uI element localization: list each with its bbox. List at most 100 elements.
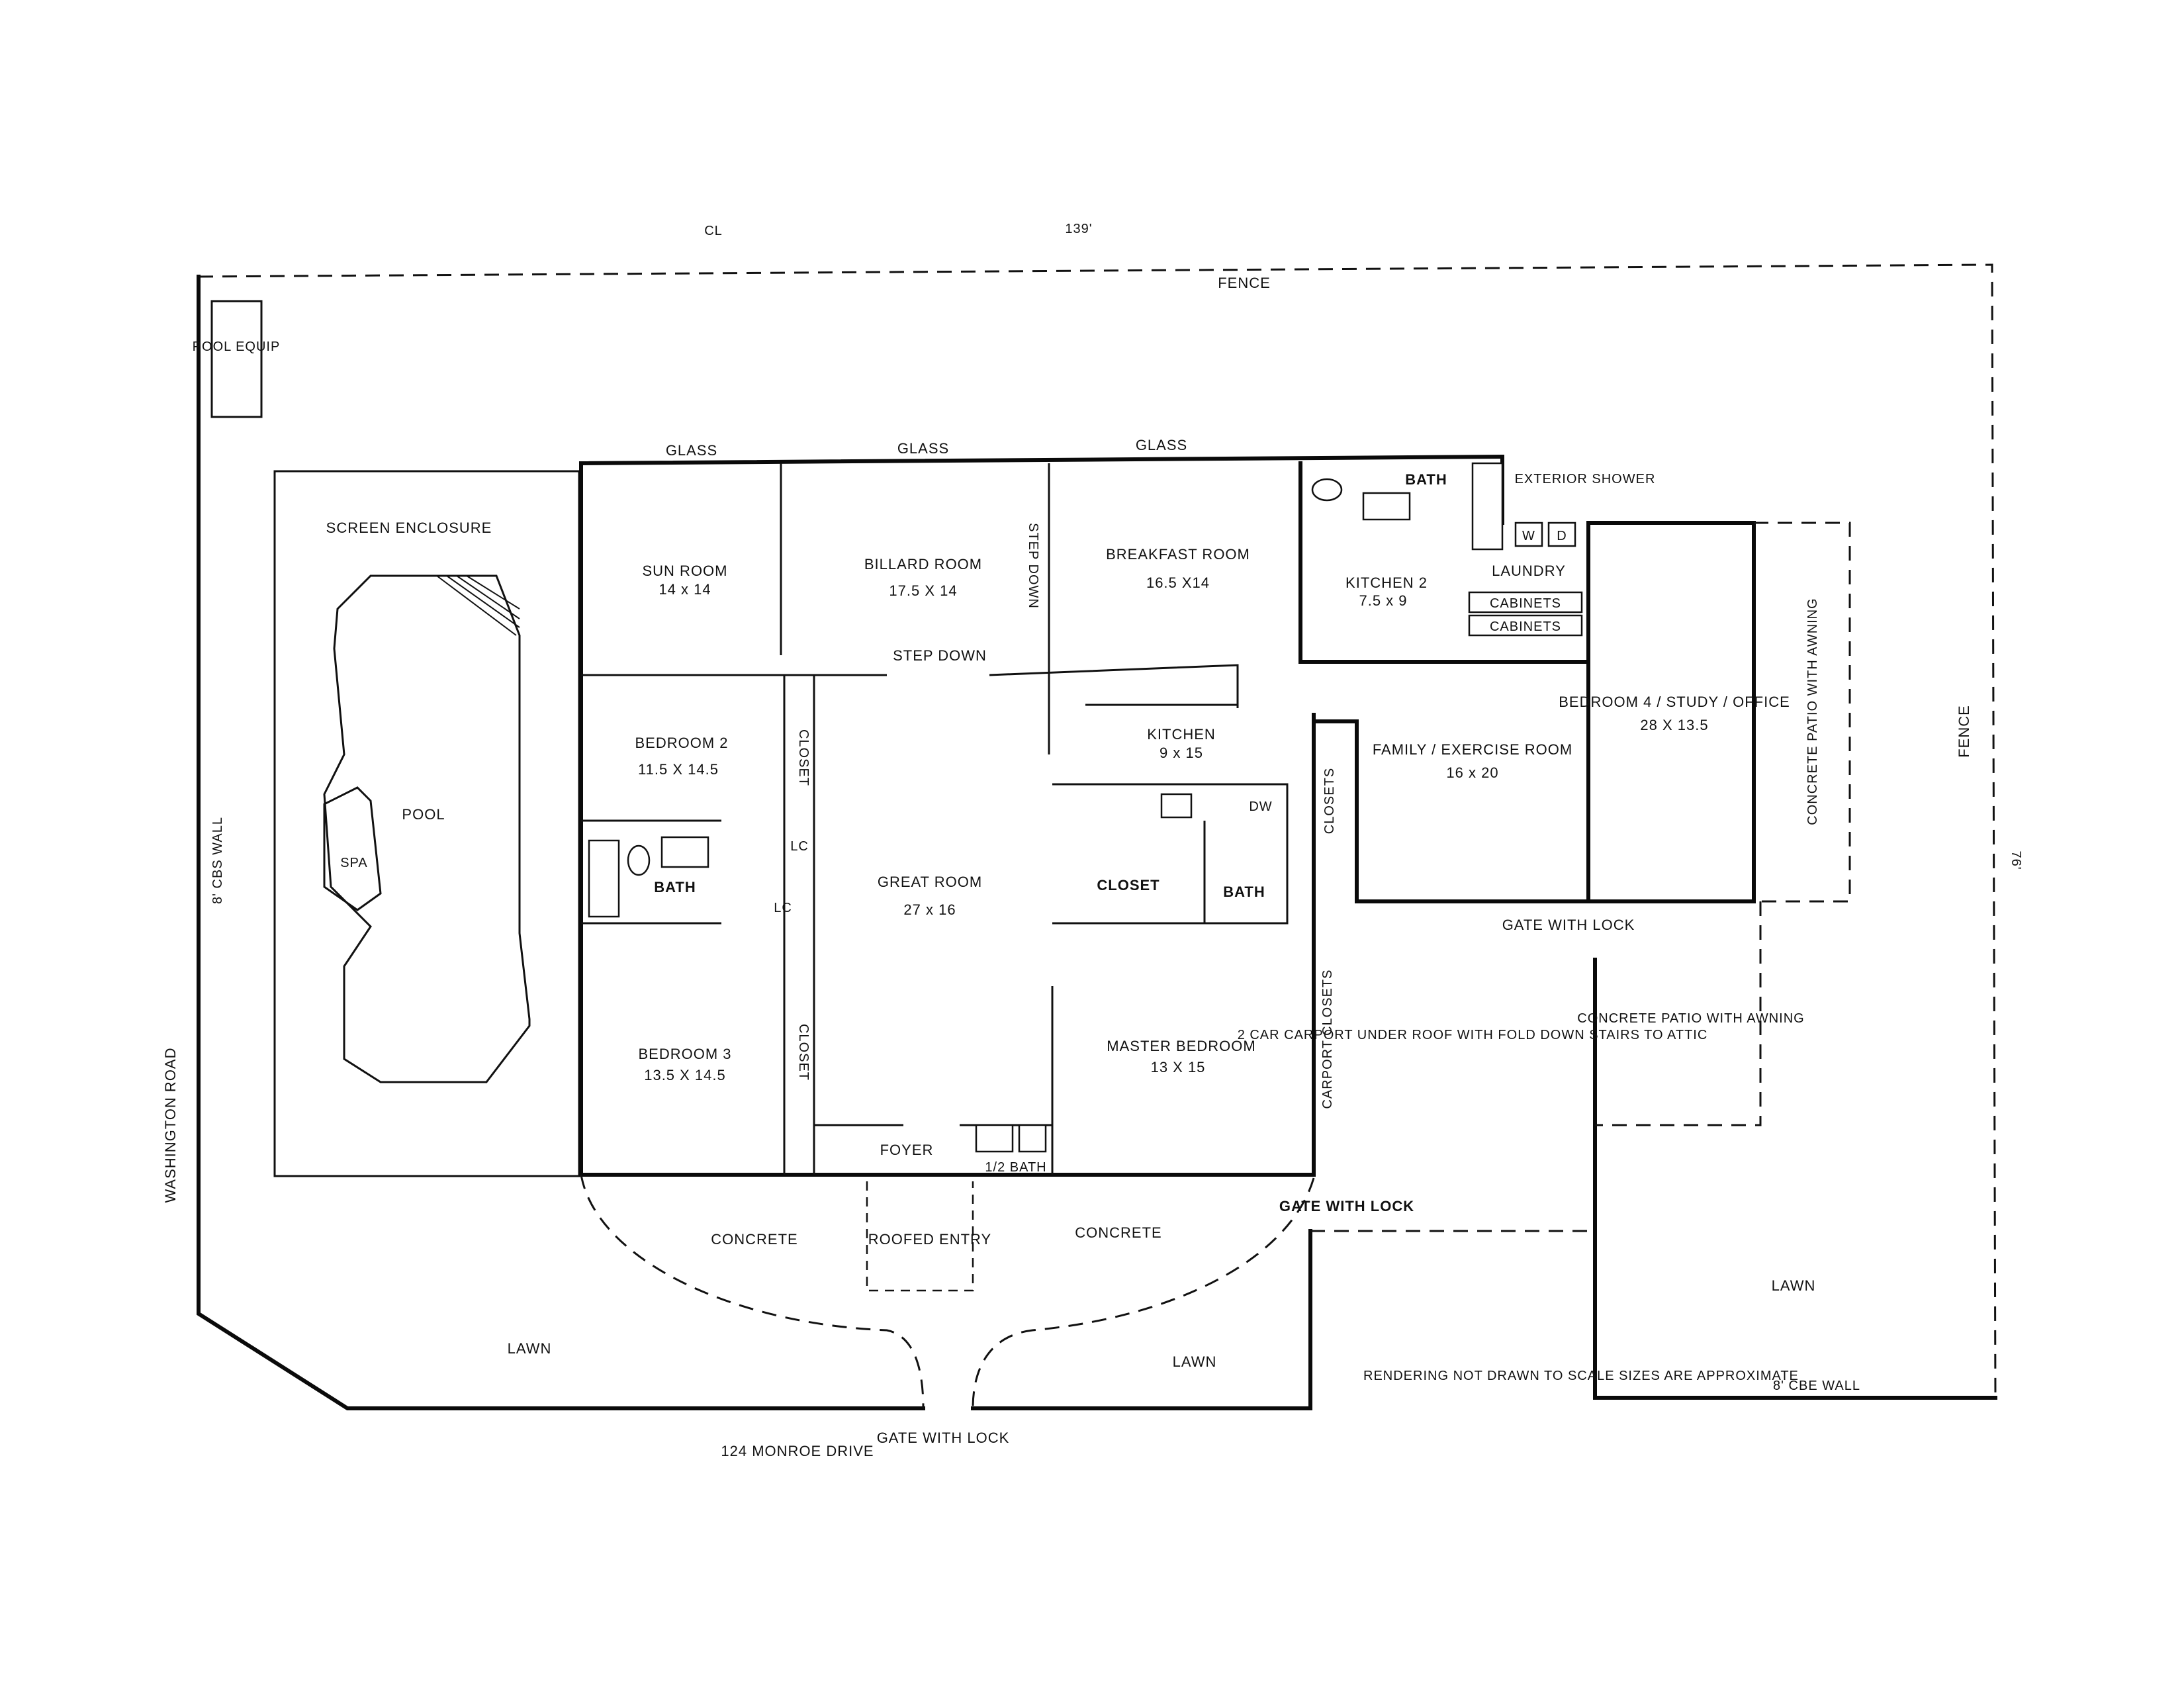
cl-label: CL bbox=[704, 224, 723, 238]
glass-label-2: GLASS bbox=[897, 440, 949, 457]
bath-top-label: BATH bbox=[1405, 471, 1447, 488]
washington-road-label: WASHINGTON ROAD bbox=[162, 1047, 179, 1203]
pool-label: POOL bbox=[402, 806, 445, 823]
half-bath-label: 1/2 BATH bbox=[985, 1160, 1046, 1175]
dryer-box bbox=[1547, 522, 1576, 547]
walkway-west bbox=[580, 1174, 925, 1409]
great-room-name: GREAT ROOM bbox=[878, 874, 982, 890]
sink-top-bath bbox=[1362, 492, 1411, 521]
lawn-label-1: LAWN bbox=[508, 1340, 552, 1357]
billard-room-size: 17.5 X 14 bbox=[889, 582, 957, 599]
lc-label-2: LC bbox=[774, 901, 792, 915]
family-west-wall bbox=[1312, 719, 1359, 903]
screen-enclosure-label: SCREEN ENCLOSURE bbox=[326, 520, 492, 536]
washer-label: W bbox=[1522, 529, 1535, 543]
bath-left-walls bbox=[581, 819, 721, 925]
bedroom3-size: 13.5 X 14.5 bbox=[644, 1067, 726, 1083]
cabinets-box-1 bbox=[1468, 591, 1583, 614]
pool-area bbox=[210, 300, 580, 1177]
property-boundary bbox=[197, 263, 1997, 1410]
gate-with-lock-label-1: GATE WITH LOCK bbox=[1502, 917, 1635, 933]
carport-label: 2 CAR CARPORT UNDER ROOF WITH FOLD DOWN … bbox=[1238, 1028, 1708, 1042]
exterior-shower-stall bbox=[1471, 462, 1504, 551]
closet-b3-label: CLOSET bbox=[796, 1024, 811, 1081]
interior-walls bbox=[581, 463, 1289, 1175]
kitchen2-size: 7.5 x 9 bbox=[1359, 592, 1407, 609]
cbs-wall-label: 8' CBS WALL bbox=[210, 817, 225, 904]
dimension-top-label: 139' bbox=[1065, 222, 1092, 236]
bathtub bbox=[588, 839, 620, 918]
dw-label: DW bbox=[1249, 799, 1272, 814]
master-bedroom-size: 13 X 15 bbox=[1151, 1059, 1206, 1075]
step-down-vertical-label: STEP DOWN bbox=[1026, 523, 1040, 609]
kitchen-name: KITCHEN bbox=[1147, 726, 1216, 743]
concrete-patio-outline bbox=[1595, 901, 1762, 1126]
dimension-right-label: 76' bbox=[2009, 850, 2023, 870]
cbs-wall-west bbox=[197, 275, 925, 1410]
monroe-drive-label: 124 MONROE DRIVE bbox=[721, 1443, 874, 1459]
concrete-patio-vertical-label: CONCRETE PATIO WITH AWNING bbox=[1805, 598, 1820, 825]
sun-room-name: SUN ROOM bbox=[643, 563, 728, 579]
north-room-dividers bbox=[780, 463, 1050, 754]
cbe-wall-label: 8' CBE WALL bbox=[1773, 1379, 1860, 1393]
breakfast-room-name: BREAKFAST ROOM bbox=[1106, 546, 1250, 563]
bedroom3-name: BEDROOM 3 bbox=[638, 1046, 731, 1062]
glass-label-1: GLASS bbox=[666, 442, 717, 459]
sun-room-size: 14 x 14 bbox=[659, 581, 711, 598]
wall-south-east bbox=[971, 1229, 1312, 1410]
bath-master-label: BATH bbox=[1223, 884, 1265, 900]
gate-with-lock-label-2: GATE WITH LOCK bbox=[1279, 1198, 1414, 1214]
cabinets-label-1: CABINETS bbox=[1490, 596, 1561, 611]
washer-box bbox=[1514, 522, 1543, 547]
toilet-top-bath bbox=[1311, 478, 1343, 502]
family-room-size: 16 x 20 bbox=[1446, 764, 1498, 781]
roofed-entry-label: ROOFED ENTRY bbox=[868, 1231, 991, 1248]
cabinets-label-2: CABINETS bbox=[1490, 619, 1561, 634]
roofed-entry-outline bbox=[866, 1181, 974, 1292]
family-room-name: FAMILY / EXERCISE ROOM bbox=[1373, 741, 1572, 758]
pool-equipment-box bbox=[210, 300, 263, 418]
bedroom4-size: 28 X 13.5 bbox=[1640, 717, 1708, 733]
bedroom2-size: 11.5 X 14.5 bbox=[638, 761, 719, 778]
exterior-shower-label: EXTERIOR SHOWER bbox=[1515, 472, 1656, 486]
closet-b2-label: CLOSET bbox=[796, 729, 811, 786]
toilet-left-bath bbox=[627, 844, 651, 876]
carport-closets-label: CARPORT CLOSETS bbox=[1320, 970, 1335, 1109]
kitchen-size: 9 x 15 bbox=[1160, 745, 1203, 761]
spa-outline bbox=[323, 786, 382, 911]
cbe-wall bbox=[1593, 958, 1997, 1400]
dryer-label: D bbox=[1557, 529, 1567, 543]
step-down-line bbox=[581, 664, 1239, 708]
bath-left-label: BATH bbox=[654, 879, 696, 895]
closet-mid-label: CLOSET bbox=[1097, 877, 1160, 893]
awning-patio-east bbox=[1754, 522, 1851, 903]
bedroom2-name: BEDROOM 2 bbox=[635, 735, 728, 751]
cabinets-box-2 bbox=[1468, 614, 1583, 637]
concrete-patio-label: CONCRETE PATIO WITH AWNING bbox=[1577, 1011, 1804, 1026]
kitchen2-name: KITCHEN 2 bbox=[1345, 574, 1428, 591]
glass-label-3: GLASS bbox=[1136, 437, 1187, 453]
fence-line bbox=[198, 263, 1997, 1398]
north-wall-glass bbox=[578, 454, 1505, 466]
bedroom4-name: BEDROOM 4 / STUDY / OFFICE bbox=[1559, 694, 1790, 710]
master-bedroom-name: MASTER BEDROOM bbox=[1107, 1038, 1255, 1054]
pool-equip-label: POOL EQUIP bbox=[193, 340, 281, 354]
scale-note: RENDERING NOT DRAWN TO SCALE SIZES ARE A… bbox=[1363, 1369, 1799, 1383]
laundry-bedroom4-walls bbox=[1298, 521, 1756, 903]
sink-left-bath bbox=[660, 836, 709, 868]
half-bath-sink bbox=[975, 1124, 1014, 1153]
lawn-label-2: LAWN bbox=[1173, 1353, 1217, 1370]
fence-right-label: FENCE bbox=[1956, 705, 1972, 758]
closet-bath-block bbox=[1052, 783, 1289, 925]
dashed-areas bbox=[580, 522, 1851, 1409]
spa-label: SPA bbox=[340, 856, 368, 870]
lawn-label-3: LAWN bbox=[1772, 1277, 1816, 1294]
concrete-label-2: CONCRETE bbox=[1075, 1224, 1161, 1241]
billard-room-name: BILLARD ROOM bbox=[864, 556, 982, 572]
foyer-label: FOYER bbox=[880, 1142, 934, 1158]
pool-steps bbox=[436, 575, 520, 636]
pool-outline bbox=[323, 574, 531, 1083]
great-room-size: 27 x 16 bbox=[903, 901, 956, 918]
gate-with-lock-label-3: GATE WITH LOCK bbox=[877, 1430, 1010, 1446]
